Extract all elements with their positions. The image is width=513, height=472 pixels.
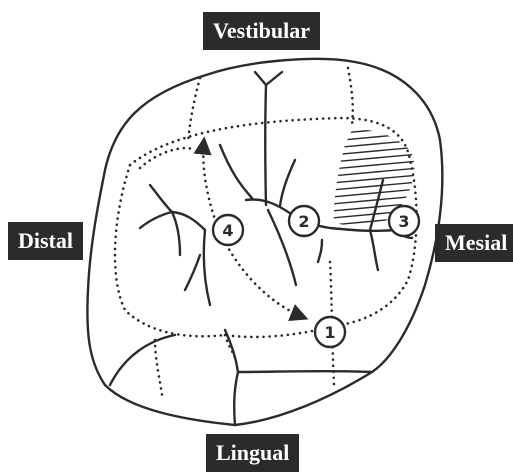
marker-2-label: 2 — [298, 212, 309, 231]
marker-2: 2 — [287, 204, 321, 238]
marker-4-label: 4 — [222, 221, 233, 240]
marker-3: 3 — [387, 204, 421, 238]
marker-1-label: 1 — [324, 323, 335, 342]
vestibular-label: Vestibular — [203, 12, 320, 50]
marker-3-label: 3 — [398, 212, 409, 231]
cusp-ridges — [113, 66, 418, 397]
mesial-label: Mesial — [435, 224, 513, 262]
tooth-outline — [86, 57, 444, 427]
fissure-lines — [138, 70, 414, 307]
marker-1: 1 — [313, 315, 347, 349]
distal-label: Distal — [8, 222, 83, 260]
movement-arrow — [193, 136, 309, 322]
marker-4: 4 — [211, 213, 245, 247]
